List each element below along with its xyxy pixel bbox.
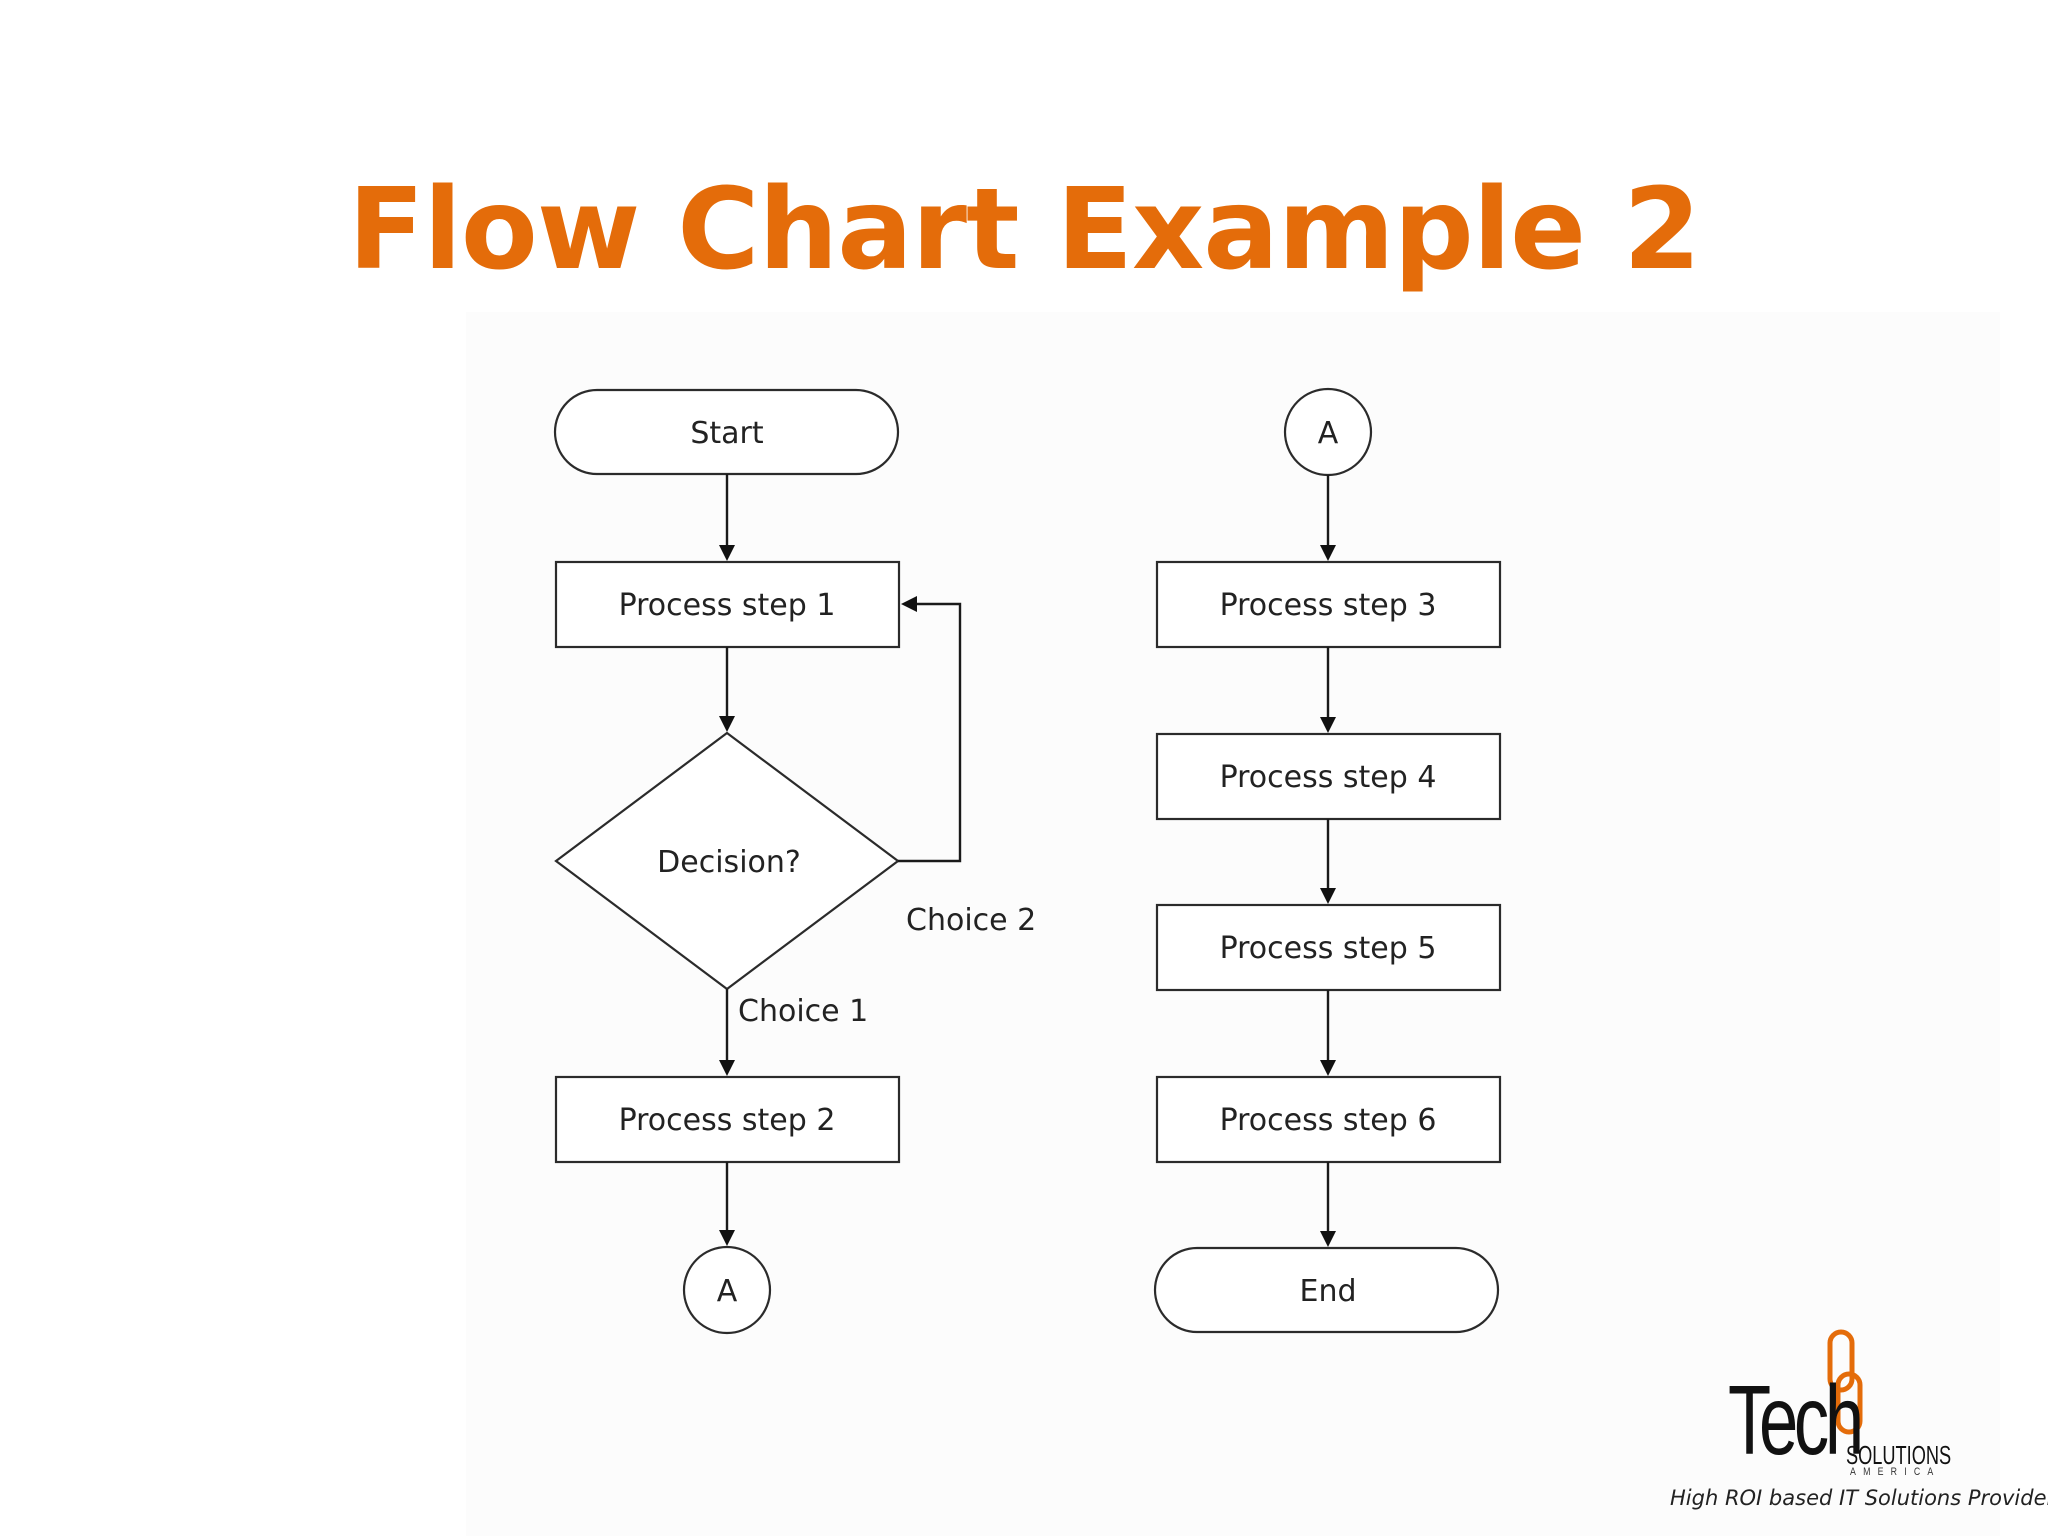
decision-diamond: Decision? xyxy=(554,731,900,991)
slide-title: Flow Chart Example 2 xyxy=(347,165,1701,295)
connector-a-in: A xyxy=(1283,387,1373,477)
logo-america: AMERICA xyxy=(1850,1466,1941,1478)
connector-a-out: A xyxy=(682,1245,772,1335)
edge-step6-to-end xyxy=(1320,1162,1336,1247)
edge-choice2-loop xyxy=(898,596,962,863)
end-terminator: End xyxy=(1153,1246,1500,1334)
chain-link-icon xyxy=(1827,1329,1863,1435)
logo-solutions: SOLUTIONS xyxy=(1846,1440,1952,1470)
end-label: End xyxy=(1299,1274,1356,1309)
process-step-4: Process step 4 xyxy=(1155,732,1502,821)
process-step-6: Process step 6 xyxy=(1155,1075,1502,1164)
process-step-4-label: Process step 4 xyxy=(1220,760,1437,795)
edge-choice1-to-step2 xyxy=(719,989,735,1076)
connector-a-in-label: A xyxy=(1318,416,1339,451)
start-terminator: Start xyxy=(553,388,900,476)
start-label: Start xyxy=(690,416,764,451)
connector-a-out-label: A xyxy=(717,1274,738,1309)
process-step-5-label: Process step 5 xyxy=(1220,931,1437,966)
process-step-1: Process step 1 xyxy=(554,560,901,649)
choice-2-label: Choice 2 xyxy=(906,903,1036,938)
process-step-6-label: Process step 6 xyxy=(1220,1103,1437,1138)
choice-1-label: Choice 1 xyxy=(738,994,868,1029)
edge-connector-to-step3 xyxy=(1320,475,1336,561)
logo-tagline: High ROI based IT Solutions Provider xyxy=(1670,1486,2048,1510)
edge-step4-to-step5 xyxy=(1320,819,1336,904)
edge-step3-to-step4 xyxy=(1320,647,1336,733)
process-step-3-label: Process step 3 xyxy=(1220,588,1437,623)
process-step-2-label: Process step 2 xyxy=(619,1103,836,1138)
process-step-1-label: Process step 1 xyxy=(619,588,836,623)
company-logo: Tech SOLUTIONS AMERICA High ROI based IT… xyxy=(1660,1328,2048,1528)
process-step-5: Process step 5 xyxy=(1155,903,1502,992)
logo-word: Tech xyxy=(1728,1365,1864,1475)
edge-step1-to-decision xyxy=(719,647,735,732)
edge-step2-to-connector xyxy=(719,1162,735,1246)
edge-start-to-step1 xyxy=(719,474,735,561)
edge-step5-to-step6 xyxy=(1320,990,1336,1076)
process-step-2: Process step 2 xyxy=(554,1075,901,1164)
decision-label: Decision? xyxy=(657,845,801,880)
process-step-3: Process step 3 xyxy=(1155,560,1502,649)
